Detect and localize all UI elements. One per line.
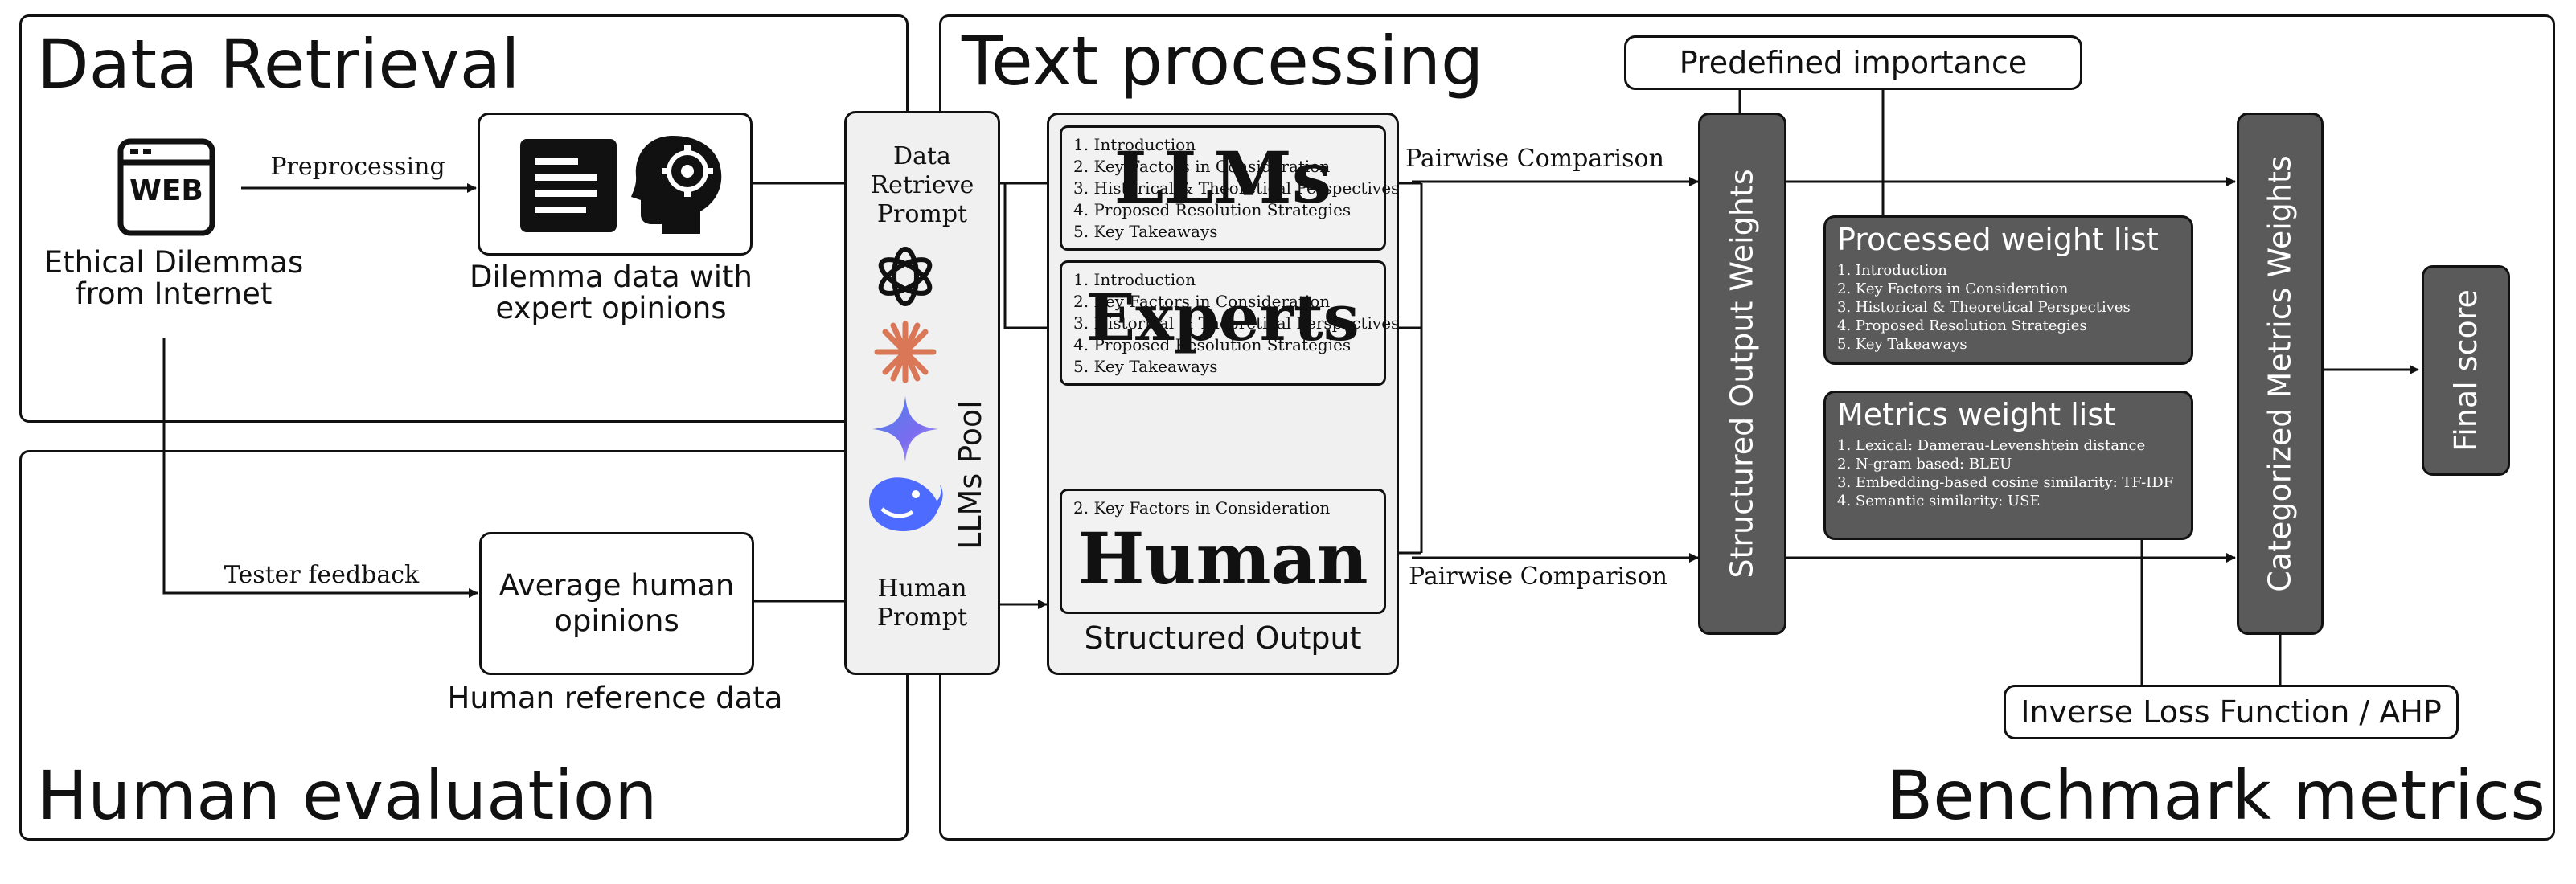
openai-icon bbox=[872, 244, 938, 309]
data-prompt-line1: Data bbox=[893, 142, 951, 170]
avg-box-line2: opinions bbox=[554, 604, 679, 638]
structured-weights-text: Structured Output Weights bbox=[1725, 169, 1761, 579]
metrics-weight-list-box: Metrics weight list 1. Lexical: Damerau-… bbox=[1823, 391, 2193, 540]
categorized-weights-text: Categorized Metrics Weights bbox=[2262, 155, 2298, 592]
data-prompt-line3: Prompt bbox=[876, 200, 968, 228]
experts-card-big-label: Experts bbox=[1086, 280, 1360, 355]
categorized-metrics-weights-box: Categorized Metrics Weights bbox=[2237, 113, 2324, 635]
processed-list-item: 4. Proposed Resolution Strategies bbox=[1837, 317, 2087, 334]
avg-box-line1: Average human bbox=[498, 567, 735, 603]
processed-list-item: 3. Historical & Theoretical Perspectives bbox=[1837, 298, 2131, 316]
expert-gear-head-icon bbox=[631, 134, 728, 234]
experts-card-item: 3. Historical & Theoretical Perspectives bbox=[1073, 313, 1400, 333]
source-label: Ethical Dilemmas from Internet bbox=[32, 245, 315, 311]
metrics-list-title: Metrics weight list bbox=[1837, 397, 2116, 432]
data-retrieval-title: Data Retrieval bbox=[37, 25, 520, 104]
text-processing-title: Text processing bbox=[962, 22, 1484, 100]
llms-card-item: 2. Key Factors in Consideration bbox=[1073, 157, 1331, 176]
predefined-importance-box: Predefined importance bbox=[1624, 35, 2082, 90]
metrics-list-item: 3. Embedding-based cosine similarity: TF… bbox=[1837, 473, 2174, 491]
experts-card-item: 1. Introduction bbox=[1073, 270, 1196, 289]
llms-card-item: 5. Key Takeaways bbox=[1073, 222, 1218, 241]
human-prompt-line1: Human bbox=[877, 575, 967, 603]
structured-output-caption: Structured Output bbox=[1084, 620, 1362, 656]
experts-card-item: 2. Key Factors in Consideration bbox=[1073, 292, 1331, 311]
llms-card-item: 3. Historical & Theoretical Perspectives bbox=[1073, 178, 1400, 198]
metrics-list-item: 1. Lexical: Damerau-Levenshtein distance bbox=[1837, 436, 2146, 454]
source-label-line1: Ethical Dilemmas bbox=[43, 245, 304, 280]
inverse-loss-ahp-box: Inverse Loss Function / AHP bbox=[2004, 685, 2459, 739]
structured-output-weights-box: Structured Output Weights bbox=[1698, 113, 1786, 635]
human-evaluation-panel bbox=[19, 450, 909, 841]
human-prompt-label: Human Prompt bbox=[847, 575, 998, 632]
experts-output-card: 1. Introduction 2. Key Factors in Consid… bbox=[1060, 260, 1400, 386]
human-output-card: 2. Key Factors in Consideration Human bbox=[1060, 489, 1386, 614]
llms-output-card: 1. Introduction 2. Key Factors in Consid… bbox=[1060, 125, 1400, 251]
processed-list-title: Processed weight list bbox=[1837, 222, 2159, 257]
web-icon: WEB bbox=[117, 138, 215, 236]
dilemma-label-line1: Dilemma data with bbox=[470, 260, 753, 294]
final-score-text: Final score bbox=[2448, 289, 2484, 452]
benchmark-metrics-title: Benchmark metrics bbox=[1886, 756, 2545, 835]
final-score-box: Final score bbox=[2422, 265, 2510, 476]
tester-feedback-edge-label: Tester feedback bbox=[224, 561, 420, 589]
experts-card-item: 4. Proposed Resolution Strategies bbox=[1073, 335, 1352, 354]
average-human-opinions-box: Average human opinions bbox=[479, 532, 754, 675]
llms-pool-label: LLMs Pool bbox=[950, 379, 991, 571]
deepseek-icon bbox=[866, 470, 943, 534]
human-evaluation-title: Human evaluation bbox=[37, 756, 658, 835]
human-prompt-line2: Prompt bbox=[876, 604, 968, 632]
pairwise-comparison-top-label: Pairwise Comparison bbox=[1405, 145, 1664, 173]
llms-pool-box: Data Retrieve Prompt bbox=[844, 111, 1000, 675]
data-prompt-line2: Retrieve bbox=[870, 171, 974, 199]
dilemma-data-label: Dilemma data with expert opinions bbox=[450, 260, 772, 325]
llms-card-item: 1. Introduction bbox=[1073, 135, 1196, 154]
llms-pool-label-text: LLMs Pool bbox=[953, 400, 988, 550]
data-retrieve-prompt-label: Data Retrieve Prompt bbox=[847, 142, 998, 229]
preprocessing-edge-label: Preprocessing bbox=[270, 153, 445, 181]
metrics-list-item: 2. N-gram based: BLEU bbox=[1837, 455, 2012, 473]
dilemma-label-line2: expert opinions bbox=[495, 290, 727, 325]
gemini-icon bbox=[871, 395, 940, 464]
web-icon-text: WEB bbox=[129, 174, 203, 207]
experts-card-item: 5. Key Takeaways bbox=[1073, 357, 1218, 376]
llms-card-item: 4. Proposed Resolution Strategies bbox=[1073, 200, 1352, 219]
processed-list-item: 5. Key Takeaways bbox=[1837, 335, 1967, 353]
metrics-list-item: 4. Semantic similarity: USE bbox=[1837, 492, 2041, 510]
dilemma-data-box bbox=[478, 113, 753, 256]
pairwise-comparison-bottom-label: Pairwise Comparison bbox=[1409, 563, 1667, 591]
document-icon bbox=[520, 139, 617, 232]
processed-list-item: 1. Introduction bbox=[1837, 261, 1947, 279]
human-card-item: 2. Key Factors in Consideration bbox=[1073, 498, 1331, 518]
claude-icon bbox=[872, 319, 938, 385]
processed-list-item: 2. Key Factors in Consideration bbox=[1837, 280, 2069, 297]
human-reference-label: Human reference data bbox=[447, 681, 783, 715]
human-card-big-label: Human bbox=[1077, 517, 1368, 600]
processed-weight-list-box: Processed weight list 1. Introduction 2.… bbox=[1823, 215, 2193, 365]
source-label-line2: from Internet bbox=[75, 276, 273, 311]
llms-card-big-label: LLMs bbox=[1114, 136, 1332, 219]
